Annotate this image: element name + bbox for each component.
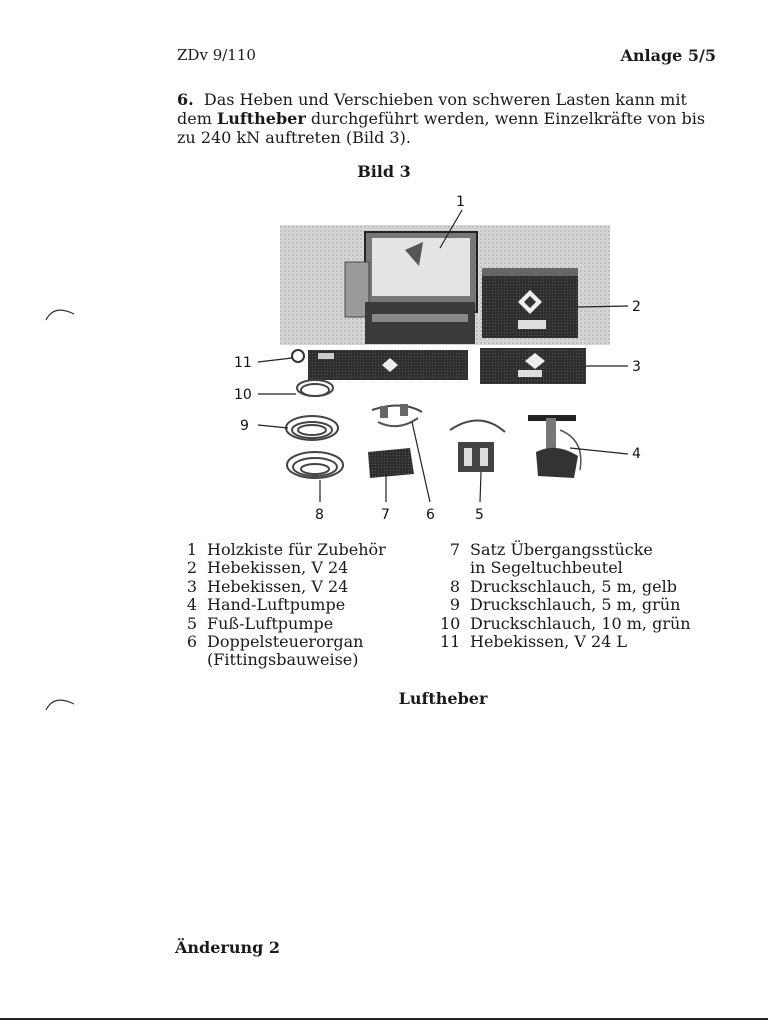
intro-text-before: Das Heben und Verschieben von schweren L… (177, 90, 687, 128)
legend-text: Hand-Luftpumpe (207, 595, 346, 615)
callout-9: 9 (240, 418, 249, 434)
legend-right: 7 Satz Übergangsstücke in Segeltuchbeutel… (440, 540, 691, 652)
legend-item: (Fittingsbauweise) (177, 650, 386, 670)
legend-text: Hebekissen, V 24 (207, 558, 349, 578)
callout-6: 6 (426, 507, 435, 520)
legend-text: Druckschlauch, 5 m, grün (470, 595, 681, 615)
legend-item: 9 Druckschlauch, 5 m, grün (440, 595, 691, 615)
lifting-cushion-3 (480, 348, 586, 384)
legend-text: Hebekissen, V 24 L (470, 632, 628, 652)
intro-bold-term: Luftheber (216, 109, 306, 128)
legend-number: 1 (186, 540, 197, 559)
legend-number (177, 651, 197, 669)
callout-2: 2 (632, 299, 641, 315)
legend-number: 4 (186, 595, 197, 615)
legend-number: 8 (449, 576, 460, 596)
callout-1: 1 (456, 194, 465, 210)
legend-item: 11 Hebekissen, V 24 L (440, 632, 691, 652)
legend-text: (Fittingsbauweise) (207, 650, 359, 670)
legend-item: 3 Hebekissen, V 24 (177, 576, 386, 596)
legend-number: 7 (449, 540, 460, 559)
callout-11: 11 (234, 355, 252, 371)
callout-5: 5 (475, 507, 484, 520)
legend-text: Hebekissen, V 24 (207, 576, 349, 596)
pressure-hose-8 (286, 451, 344, 479)
legend-text: Doppelsteuerorgan (207, 632, 364, 652)
bottom-rule (0, 1018, 768, 1020)
equipment-photo: 1 2 3 4 5 6 7 8 9 10 11 (234, 194, 641, 520)
lifting-cushion-11 (291, 349, 468, 380)
legend-number: 2 (186, 558, 197, 578)
legend-item: 5 Fuß-Luftpumpe (177, 613, 386, 633)
pressure-hose-9 (285, 415, 339, 441)
callout-10: 10 (234, 387, 252, 403)
legend-text: in Segeltuchbeutel (470, 558, 623, 578)
figure-title: Bild 3 (357, 162, 411, 181)
callout-8: 8 (315, 507, 324, 520)
legend-number (440, 559, 460, 577)
annex-number: Anlage 5/5 (620, 46, 716, 65)
legend-item: 7 Satz Übergangsstücke (440, 540, 691, 559)
legend-item: 6 Doppelsteuerorgan (177, 632, 386, 652)
legend-number: 5 (186, 613, 197, 633)
callout-7: 7 (381, 507, 390, 520)
callout-4: 4 (632, 446, 641, 462)
callout-3: 3 (632, 359, 641, 375)
punch-hole-mark-bottom (45, 699, 75, 711)
amendment-note: Änderung 2 (175, 938, 280, 957)
punch-hole-mark-top (45, 309, 75, 321)
wooden-crate (344, 231, 478, 344)
paragraph-number: 6. (177, 90, 194, 109)
legend-item: 10 Druckschlauch, 10 m, grün (440, 613, 691, 633)
legend-text: Fuß-Luftpumpe (207, 613, 334, 633)
legend-item: 4 Hand-Luftpumpe (177, 595, 386, 615)
doc-reference: ZDv 9/110 (177, 46, 256, 64)
legend-text: Satz Übergangsstücke (470, 540, 653, 559)
legend-item: in Segeltuchbeutel (440, 558, 691, 578)
legend-number: 9 (449, 595, 460, 615)
adapter-bag (368, 448, 414, 478)
legend-item: 1 Holzkiste für Zubehör (177, 540, 386, 559)
hand-pump (528, 415, 582, 478)
legend-text: Druckschlauch, 10 m, grün (470, 613, 691, 633)
legend-item: 2 Hebekissen, V 24 (177, 558, 386, 578)
legend-text: Druckschlauch, 5 m, gelb (470, 576, 677, 596)
intro-paragraph: 6. Das Heben und Verschieben von schwere… (177, 90, 722, 147)
pressure-hose-10 (296, 379, 334, 397)
legend-number: 11 (440, 632, 461, 652)
intro-text-after: durchgeführt werden, wenn Einzelkräfte v… (177, 109, 706, 147)
double-control-unit (371, 404, 423, 428)
legend-item: 8 Druckschlauch, 5 m, gelb (440, 576, 691, 596)
foot-pump (449, 419, 506, 472)
legend-text: Holzkiste für Zubehör (207, 540, 386, 559)
legend-number: 6 (186, 632, 197, 652)
legend-number: 3 (186, 576, 197, 596)
legend-number: 10 (440, 613, 461, 633)
lifting-cushion-2 (482, 268, 578, 338)
figure-caption: Luftheber (398, 689, 488, 708)
